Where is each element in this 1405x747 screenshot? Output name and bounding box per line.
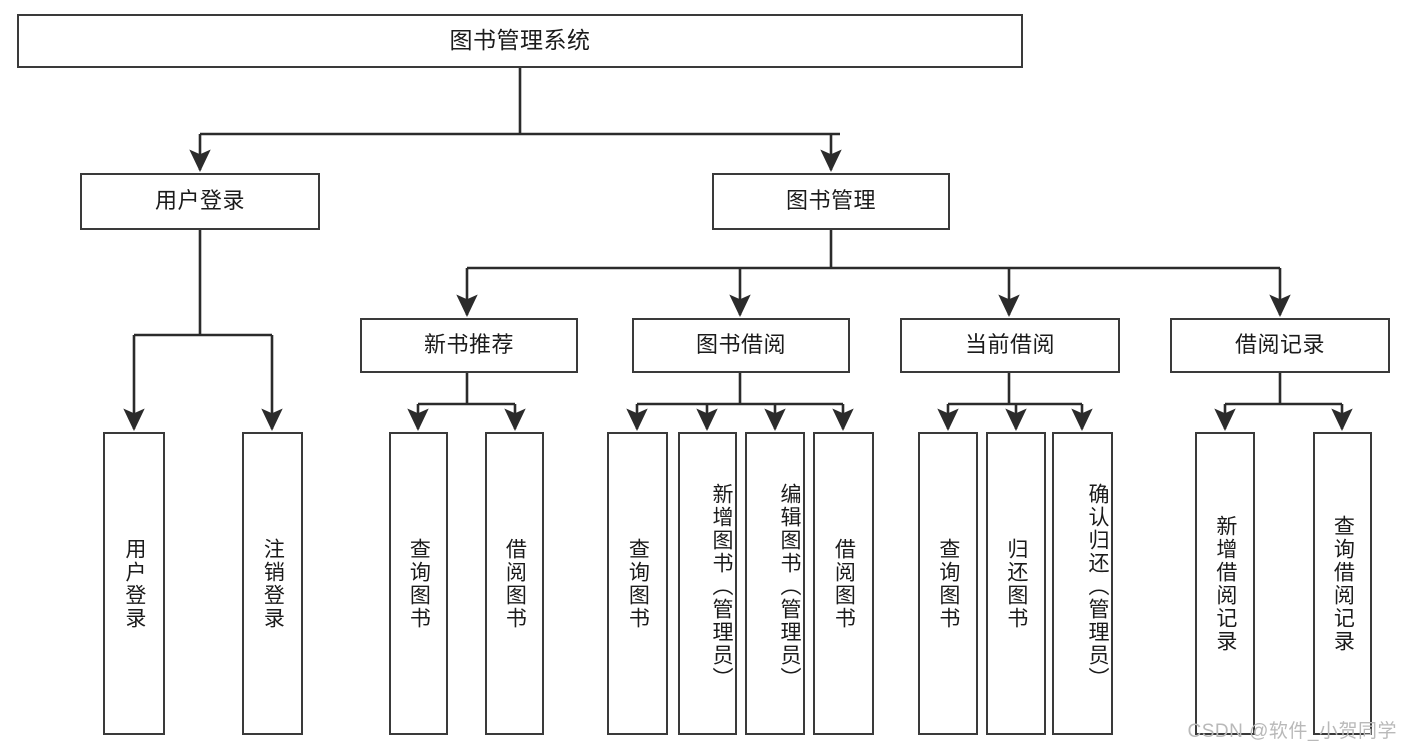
node-label: 图书借阅 [695, 332, 786, 358]
node-label: 用户登录 [122, 537, 146, 630]
node-leaf-query-borrow-record[interactable]: 查询借阅记录 [1313, 432, 1372, 735]
node-label: 查询图书 [936, 537, 960, 630]
node-leaf-query-book-1[interactable]: 查询图书 [389, 432, 448, 735]
node-label: 新书推荐 [423, 332, 514, 358]
node-label: 借阅图书 [503, 537, 527, 630]
node-leaf-query-book-2[interactable]: 查询图书 [607, 432, 668, 735]
node-root-book-management-system[interactable]: 图书管理系统 [17, 14, 1023, 68]
node-label: 图书管理系统 [449, 27, 591, 54]
node-leaf-borrow-book-1[interactable]: 借阅图书 [485, 432, 544, 735]
node-leaf-confirm-return-admin[interactable]: 确认归还（管理员） [1052, 432, 1113, 735]
node-label: 新增借阅记录 [1213, 514, 1237, 653]
node-label: 当前借阅 [964, 332, 1055, 358]
node-leaf-add-book-admin[interactable]: 新增图书（管理员） [678, 432, 737, 735]
node-leaf-return-book[interactable]: 归还图书 [986, 432, 1046, 735]
node-label: 查询图书 [626, 537, 650, 630]
node-label: 归还图书 [1004, 537, 1028, 630]
node-label: 新增图书（管理员） [710, 483, 733, 690]
node-user-login[interactable]: 用户登录 [80, 173, 320, 230]
node-label: 查询借阅记录 [1331, 514, 1355, 653]
node-label: 借阅图书 [832, 537, 856, 630]
node-label: 用户登录 [154, 188, 245, 214]
node-label: 编辑图书（管理员） [778, 483, 801, 690]
node-label: 确认归还（管理员） [1086, 483, 1109, 690]
node-book-manage[interactable]: 图书管理 [712, 173, 950, 230]
node-label: 借阅记录 [1234, 332, 1325, 358]
node-label: 图书管理 [785, 188, 876, 214]
node-leaf-edit-book-admin[interactable]: 编辑图书（管理员） [745, 432, 805, 735]
node-leaf-user-login[interactable]: 用户登录 [103, 432, 165, 735]
node-book-borrow[interactable]: 图书借阅 [632, 318, 850, 373]
node-leaf-query-book-3[interactable]: 查询图书 [918, 432, 978, 735]
node-borrow-record[interactable]: 借阅记录 [1170, 318, 1390, 373]
node-label: 查询图书 [407, 537, 431, 630]
watermark: CSDN @软件_小贺同学 [1187, 721, 1397, 742]
node-leaf-logout-login[interactable]: 注销登录 [242, 432, 303, 735]
node-leaf-borrow-book-2[interactable]: 借阅图书 [813, 432, 874, 735]
node-new-book-recommend[interactable]: 新书推荐 [360, 318, 578, 373]
node-label: 注销登录 [261, 537, 285, 630]
node-current-borrow[interactable]: 当前借阅 [900, 318, 1120, 373]
node-leaf-add-borrow-record[interactable]: 新增借阅记录 [1195, 432, 1255, 735]
